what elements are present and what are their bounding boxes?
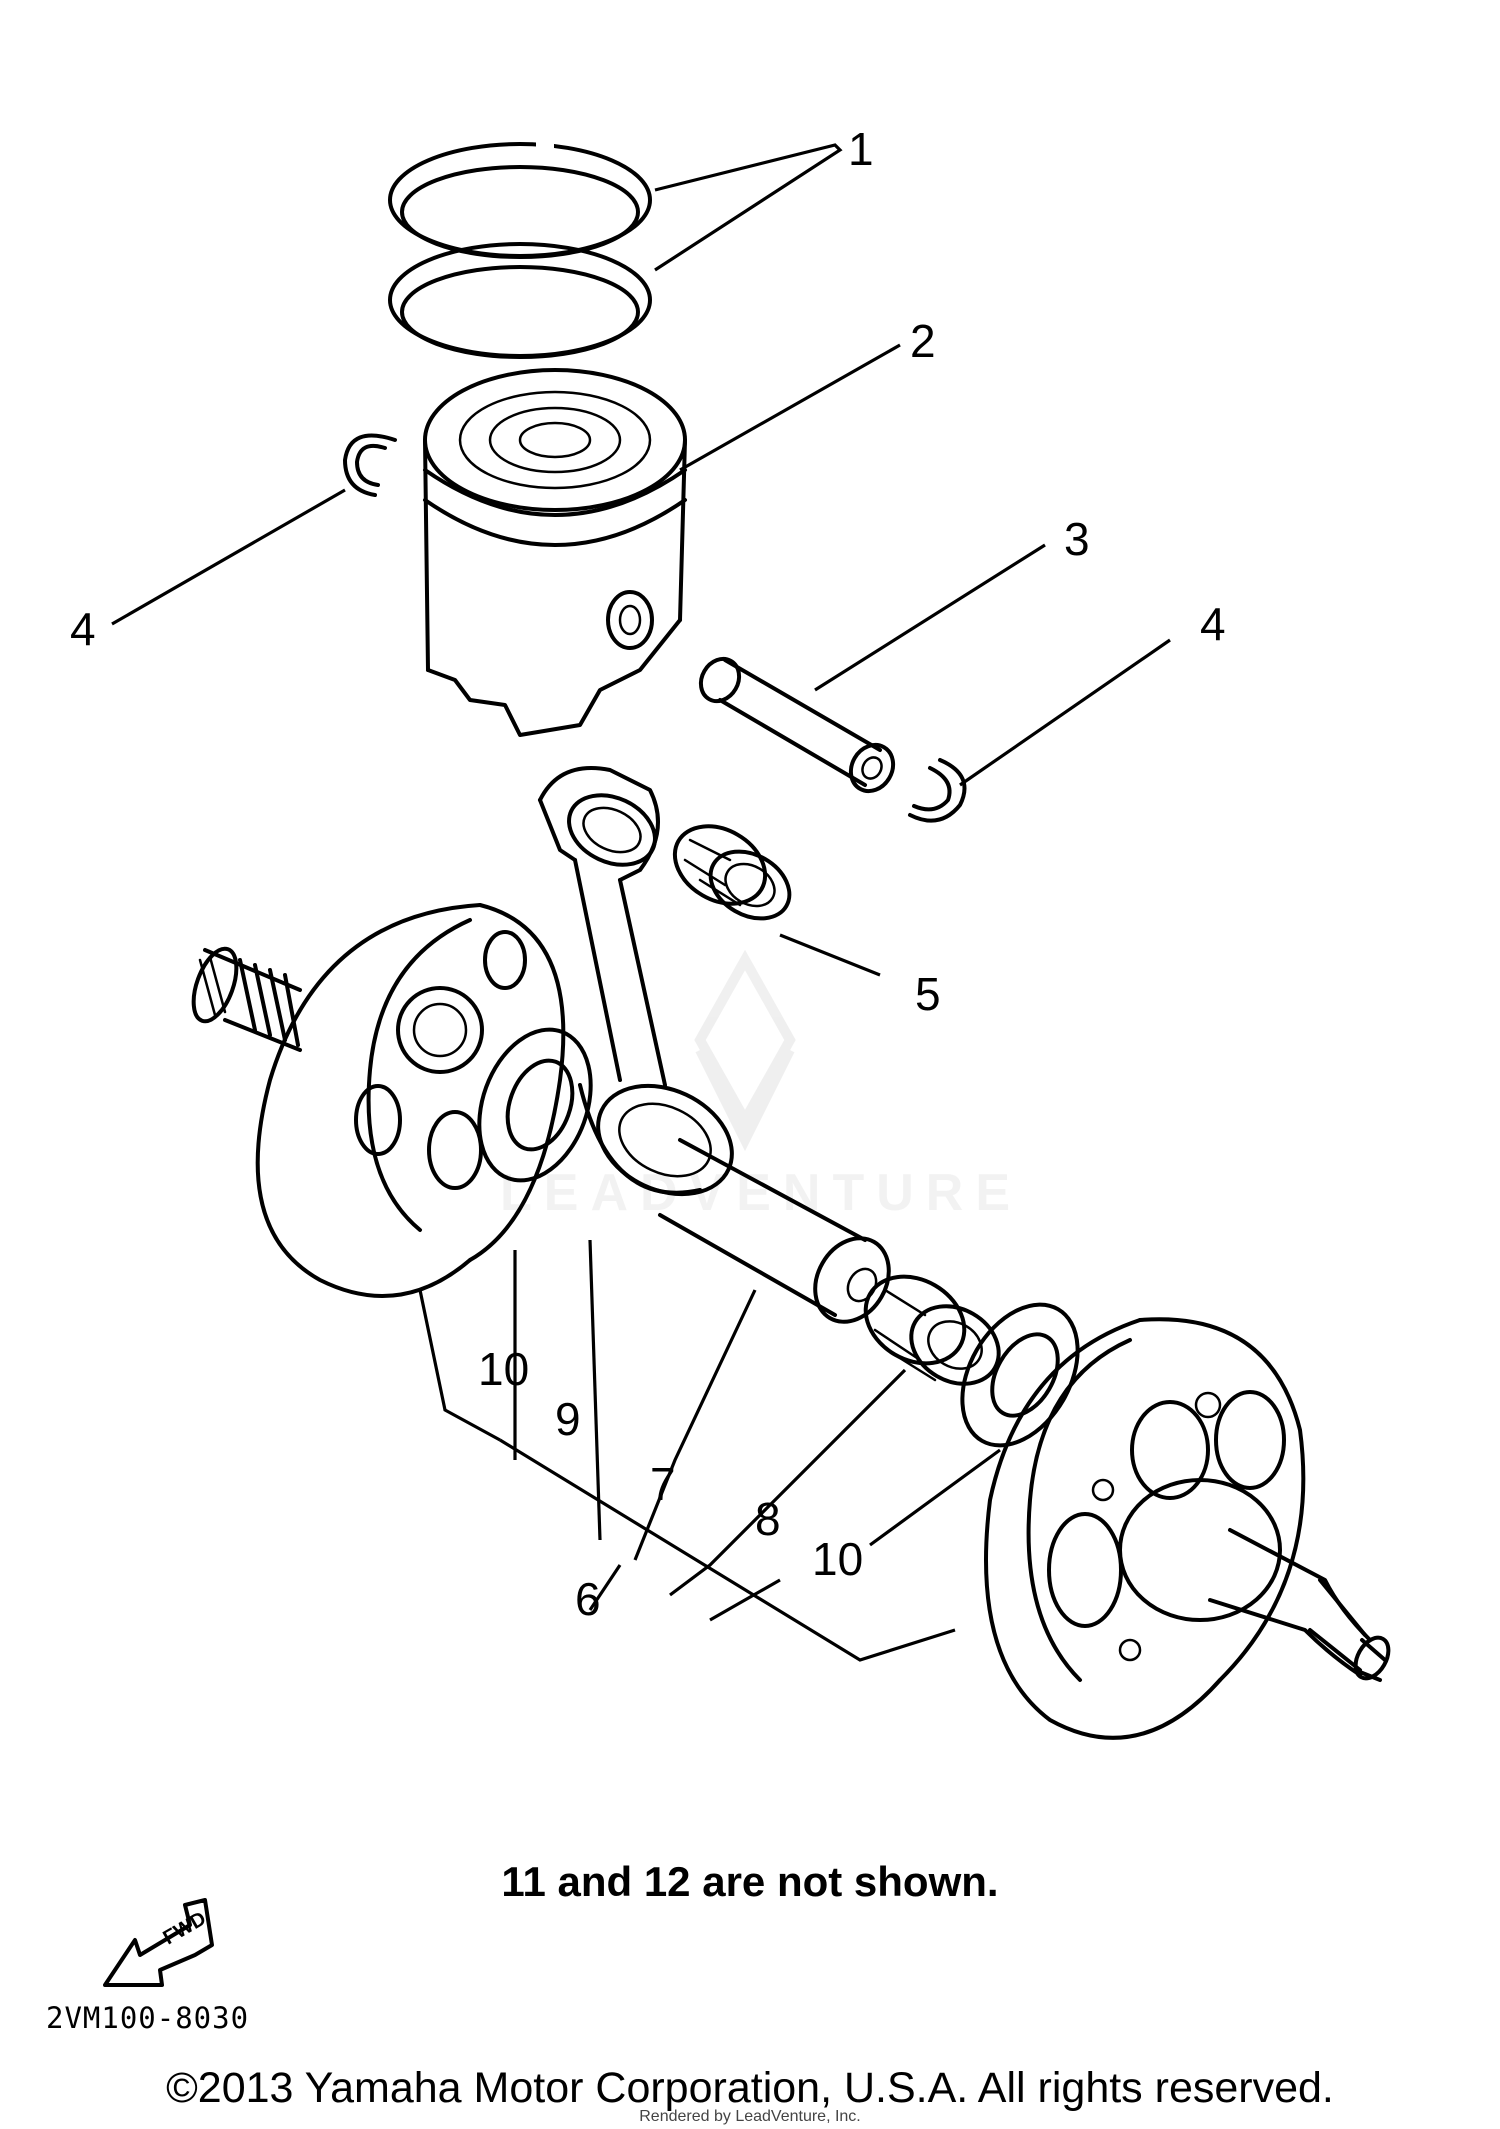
piston-rings	[388, 136, 652, 362]
note-not-shown: 11 and 12 are not shown.	[501, 1858, 999, 1905]
diagram-code: 2VM100-8030	[46, 2001, 250, 2035]
right-crank-web	[984, 1317, 1306, 1740]
rendered-by: Rendered by LeadVenture, Inc.	[639, 2108, 861, 2125]
right-shaft	[1208, 1528, 1391, 1682]
big-end-bearing	[863, 1274, 1001, 1386]
callout-3: 3	[1064, 513, 1090, 565]
callout-4-left: 4	[70, 603, 96, 655]
crank-pin	[658, 1138, 891, 1324]
piston	[423, 368, 687, 737]
callout-10-left: 10	[478, 1343, 529, 1395]
assembly-bracket	[418, 1289, 956, 1662]
callout-2: 2	[910, 315, 936, 367]
circlip-left	[343, 433, 397, 497]
left-crank-web	[255, 903, 566, 1298]
callout-1: 1	[848, 123, 874, 175]
left-shaft	[191, 946, 302, 1052]
fwd-arrow-icon: FWD	[103, 1898, 214, 1987]
callout-5: 5	[915, 968, 941, 1020]
callout-8: 8	[755, 1493, 781, 1545]
fwd-label: FWD	[160, 1908, 210, 1950]
thrust-washer-right	[960, 1302, 1080, 1448]
leader-lines	[111, 143, 1171, 1622]
callout-6: 6	[575, 1573, 601, 1625]
callout-10-right: 10	[812, 1533, 863, 1585]
piston-pin	[698, 656, 896, 794]
callout-4-right: 4	[1200, 598, 1226, 650]
callout-9: 9	[555, 1393, 581, 1445]
circlip-right	[908, 758, 967, 823]
connecting-rod	[538, 766, 734, 1197]
copyright-notice: ©2013 Yamaha Motor Corporation, U.S.A. A…	[166, 2064, 1334, 2112]
watermark-text: LEADVENTURE	[500, 1164, 1022, 1222]
small-end-bearing	[672, 824, 792, 921]
watermark-logo: LEADVENTURE	[500, 949, 1022, 1222]
callout-7: 7	[650, 1458, 676, 1510]
